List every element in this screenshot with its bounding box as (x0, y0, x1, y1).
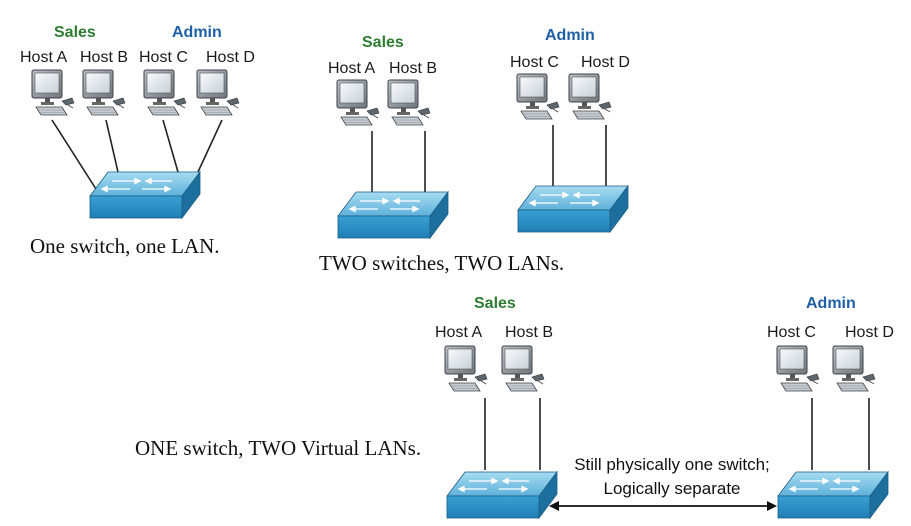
computer-workstation-icon (387, 79, 431, 126)
computer-workstation-icon (444, 345, 488, 392)
host-a-label: Host A (435, 324, 482, 341)
caption: One switch, one LAN. (30, 234, 220, 258)
host-b-label: Host B (505, 324, 553, 341)
computer-workstation-icon (516, 73, 560, 120)
note-line-1: Still physically one switch; (574, 455, 770, 474)
host-c-label: Host C (139, 49, 188, 66)
sales-group-label: Sales (474, 295, 516, 312)
host-d-label: Host D (581, 54, 630, 71)
host-a-label: Host A (328, 60, 375, 77)
cable (105, 119, 119, 173)
network-switch-icon (777, 471, 889, 519)
sales-group-label: Sales (362, 34, 404, 51)
computer-workstation-icon (143, 69, 187, 116)
scenario-one-switch-two-vlans: Sales Admin Host A Host B Host C Host D … (135, 295, 894, 519)
computer-workstation-icon (568, 73, 612, 120)
network-switch-icon (337, 191, 449, 239)
network-switch-icon (446, 471, 558, 519)
scenario-one-switch-one-lan: Sales Admin Host A Host B Host C Host D … (20, 24, 255, 258)
admin-group-label: Admin (545, 27, 595, 44)
note-line-2: Logically separate (603, 479, 740, 498)
caption: ONE switch, TWO Virtual LANs. (135, 436, 421, 460)
scenario-two-switches-two-lans: Sales Admin Host A Host B Host C Host D … (319, 27, 630, 275)
computer-workstation-icon (31, 69, 75, 116)
sales-group-label: Sales (54, 24, 96, 41)
host-a-label: Host A (20, 49, 67, 66)
cable (51, 119, 97, 190)
computer-workstation-icon (82, 69, 126, 116)
admin-group-label: Admin (806, 295, 856, 312)
computer-workstation-icon (336, 79, 380, 126)
host-b-label: Host B (80, 49, 128, 66)
computer-workstation-icon (832, 345, 876, 392)
caption: TWO switches, TWO LANs. (319, 251, 564, 275)
host-b-label: Host B (389, 60, 437, 77)
host-d-label: Host D (206, 49, 255, 66)
cable (197, 119, 223, 173)
cable (162, 119, 179, 173)
computer-workstation-icon (196, 69, 240, 116)
computer-workstation-icon (501, 345, 545, 392)
network-switch-icon (89, 171, 201, 219)
admin-group-label: Admin (172, 24, 222, 41)
network-switch-icon (517, 185, 629, 233)
host-c-label: Host C (767, 324, 816, 341)
computer-workstation-icon (776, 345, 820, 392)
host-d-label: Host D (845, 324, 894, 341)
host-c-label: Host C (510, 54, 559, 71)
